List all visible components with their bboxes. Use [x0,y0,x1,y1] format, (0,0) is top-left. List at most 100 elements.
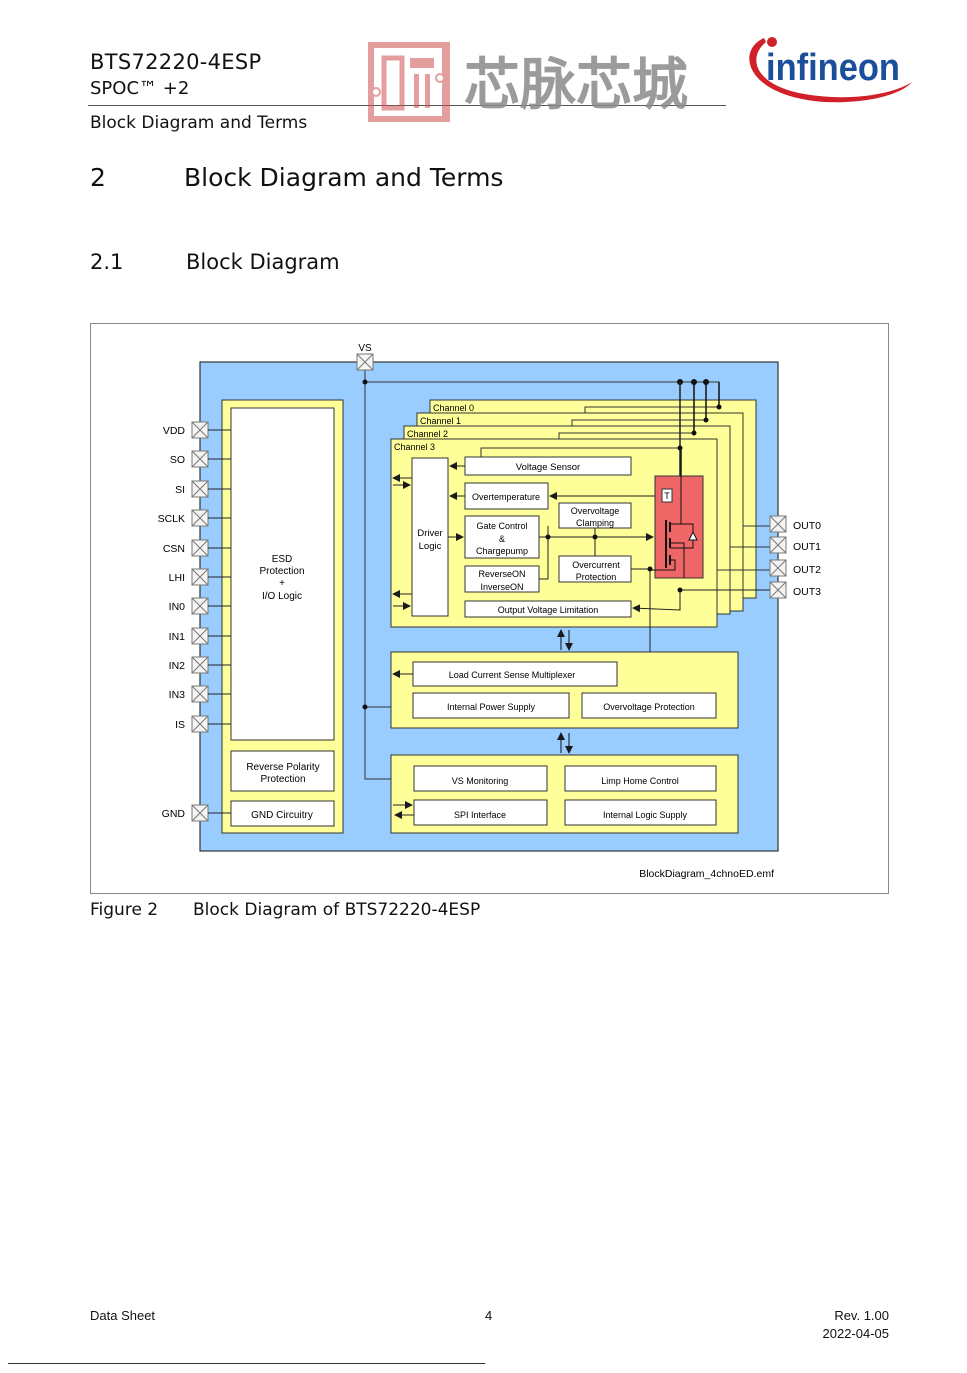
pin-so [191,450,209,468]
reverse-on-label: ReverseON [478,569,525,579]
esd-io-logic-block [230,407,335,741]
pin-sclk [191,509,209,527]
gate-control-label-3: Chargepump [476,546,528,556]
pin-label-in2: IN2 [169,660,186,672]
pin-label-out2: OUT2 [793,564,821,576]
internal-logic-supply-block [564,799,717,826]
section-title: Block Diagram and Terms [184,163,504,192]
footer-revision: Rev. 1.00 [834,1308,889,1323]
vs-monitoring-label: VS Monitoring [452,776,509,786]
channel-label-2: Channel 2 [407,429,448,439]
io-logic-label: I/O Logic [262,591,302,602]
pin-label-gnd: GND [162,808,186,820]
ov-clamping-label-1: Overvoltage [571,506,620,516]
internal-logic-supply-label: Internal Logic Supply [603,810,688,820]
reverse-polarity-block [230,750,335,792]
footer-doc-type: Data Sheet [90,1308,156,1323]
watermark-logo: 芯脉芯城 [368,42,688,122]
channel-label-1: Channel 1 [420,416,461,426]
pin-csn [191,539,209,557]
pin-label-out1: OUT1 [793,541,821,553]
overcurrent-label-2: Protection [576,572,617,582]
footer-date: 2022-04-05 [822,1326,890,1341]
load-current-sense-block [412,661,618,687]
temperature-sensor-icon [661,488,673,503]
channel-label-3: Channel 3 [394,442,435,452]
pin-in1 [191,627,209,645]
running-section-title: Block Diagram and Terms [90,113,308,133]
spi-interface-label: SPI Interface [454,810,506,820]
driver-logic-block [411,457,449,617]
product-title: BTS72220-4ESP [90,50,262,74]
spi-interface-block [413,799,548,826]
channel-label-0: Channel 0 [433,403,474,413]
reverse-polarity-label-2: Protection [260,774,305,785]
figure-caption: Block Diagram of BTS72220-4ESP [193,900,481,920]
pin-lhi [191,568,209,586]
diagram-file-name: BlockDiagram_4chnoED.emf [639,868,774,880]
load-current-sense-label: Load Current Sense Multiplexer [449,670,576,680]
subsection-number: 2.1 [90,250,124,274]
gate-control-block [464,515,540,559]
pin-label-so: SO [170,454,185,466]
pin-in2 [191,656,209,674]
figure-number: Figure 2 [90,900,159,920]
ov-clamping-label-2: Clamping [576,518,614,528]
footer-divider [8,1363,485,1364]
gnd-circuitry-label: GND Circuitry [251,810,313,821]
esd-label: ESD [272,554,293,565]
pin-label-out0: OUT0 [793,520,821,532]
gate-control-label-1: Gate Control [476,521,527,531]
driver-label-1: Driver [417,528,442,539]
reverse-on-block [464,565,540,593]
figure-frame [90,323,889,894]
reverse-polarity-label-1: Reverse Polarity [246,762,319,773]
infineon-logo: infineon [749,37,912,103]
pin-out3 [769,581,787,599]
output-voltage-limitation-label: Output Voltage Limitation [498,605,599,615]
pin-label-sclk: SCLK [158,513,185,525]
pin-label-is: IS [175,719,185,731]
subsection-title: Block Diagram [186,250,340,274]
pin-label-in1: IN1 [169,631,186,643]
internal-power-supply-label: Internal Power Supply [447,702,536,712]
watermark-text: 芯脉芯城 [464,53,688,118]
temp-sensor-label: T [664,491,670,501]
vs-pin [356,353,374,371]
output-voltage-limitation-block [464,600,632,618]
protection-label: Protection [259,566,304,577]
overtemperature-label: Overtemperature [472,492,540,502]
pin-label-out3: OUT3 [793,586,821,598]
pin-in3 [191,685,209,703]
pin-out0 [769,515,787,533]
logo-text: infineon [766,47,900,89]
limp-home-control-label: Limp Home Control [601,776,679,786]
overcurrent-label-1: Overcurrent [572,560,620,570]
pin-si [191,480,209,498]
overtemperature-block [464,482,549,510]
pin-label-vdd: VDD [163,425,186,437]
gate-control-label-2: & [499,534,505,544]
pin-gnd [191,804,209,822]
pin-is [191,715,209,733]
gnd-circuitry-block [230,800,335,827]
watermark-emblem-icon [368,42,450,122]
inverse-on-label: InverseON [480,582,523,592]
overvoltage-protection-label: Overvoltage Protection [603,702,695,712]
vs-monitoring-block [413,765,548,792]
plus-label: + [279,578,285,589]
pin-label-in0: IN0 [169,601,186,613]
footer-page-number: 4 [485,1308,493,1323]
section-number: 2 [90,163,106,192]
product-family: SPOC™ +2 [90,78,190,99]
pin-vdd [191,421,209,439]
internal-power-supply-block [412,692,570,719]
pin-in0 [191,597,209,615]
limp-home-control-block [564,765,717,792]
header-divider [88,105,726,106]
overvoltage-protection-block [581,692,717,719]
pin-label-lhi: LHI [169,572,185,584]
pin-label-in3: IN3 [169,689,186,701]
